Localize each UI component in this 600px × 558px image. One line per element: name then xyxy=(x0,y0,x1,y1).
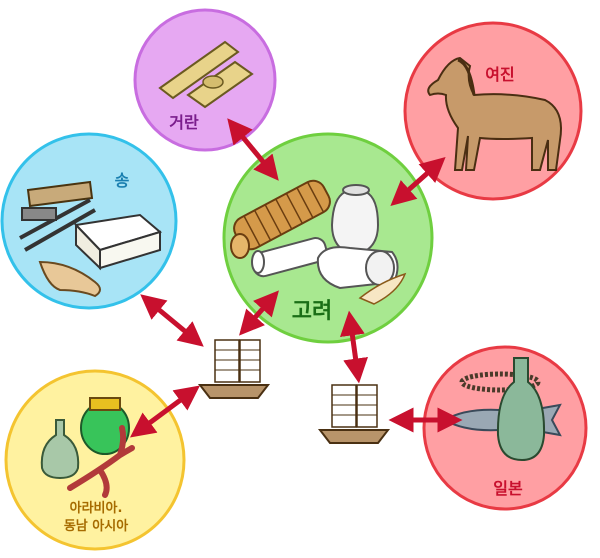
label-yeojin: 여진 xyxy=(485,65,514,84)
gold-bar-icon xyxy=(158,40,254,109)
label-arabia-line2: 동남 아시아 xyxy=(64,518,128,534)
arrow-ship-goryeo xyxy=(239,290,279,336)
scroll-icon xyxy=(251,237,328,278)
horse-icon xyxy=(427,56,562,171)
arrow-arabia-ship xyxy=(129,385,201,438)
sulfur-bottle-icon xyxy=(40,419,80,480)
silk-roll-icon xyxy=(26,180,94,208)
arrow-song-ship xyxy=(140,294,204,347)
label-ilbon: 일본 xyxy=(493,479,523,498)
ink-box-icon xyxy=(21,207,57,221)
arrow-georan-goryeo xyxy=(227,118,279,181)
ginseng-root-icon xyxy=(38,260,101,298)
coral-icon xyxy=(67,425,135,498)
medicine-jar-icon xyxy=(80,397,130,455)
ship-icon xyxy=(197,339,271,399)
books-icon xyxy=(73,213,163,271)
label-goryeo: 고려 xyxy=(292,299,332,324)
label-arabia-line1: 아라비아. xyxy=(70,500,123,516)
label-song: 송 xyxy=(115,171,130,190)
ship-icon xyxy=(317,384,391,444)
label-georan: 거란 xyxy=(169,113,199,132)
paper-roll-icon xyxy=(230,179,331,259)
ginseng-icon xyxy=(358,272,407,305)
arrow-ship-goryeo-2 xyxy=(340,310,368,384)
bead-string-icon xyxy=(459,371,541,393)
arrow-yeojin-goryeo xyxy=(390,157,446,206)
bottle-icon xyxy=(496,357,546,462)
